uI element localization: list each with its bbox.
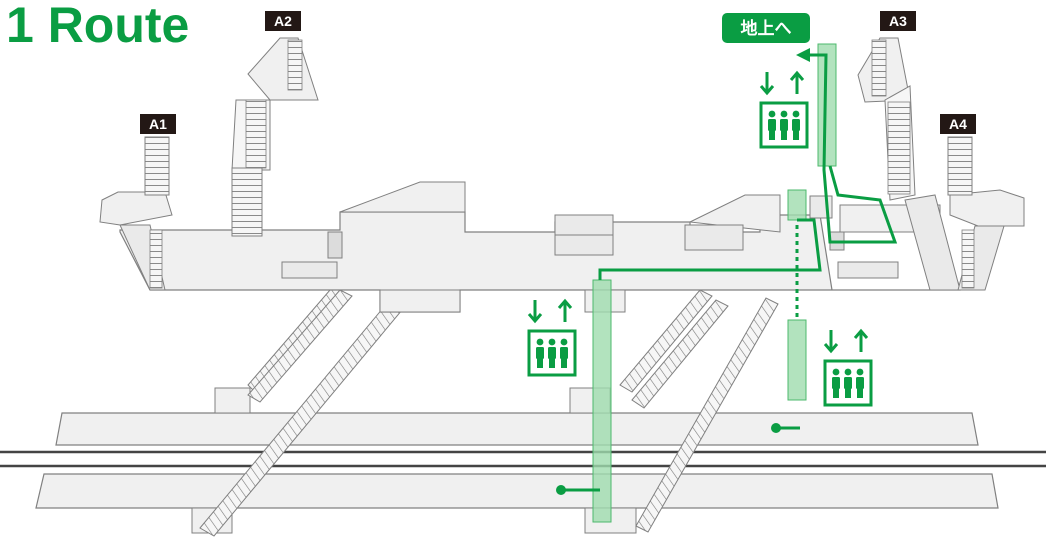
route-arrow-head <box>796 48 810 62</box>
elevator-icon <box>759 70 809 149</box>
elevator-icon <box>527 298 577 377</box>
to-ground-label: 地上へ <box>741 18 792 39</box>
escalator-right-c <box>631 299 729 409</box>
exit-badge-a2: A2 <box>265 11 301 31</box>
elevator-shaft-ground <box>817 43 837 167</box>
svg-text:A2: A2 <box>274 13 292 29</box>
route-start-lower <box>556 485 566 495</box>
exit-a2-stairs <box>231 37 319 237</box>
elevator-shaft-concourse <box>787 189 807 221</box>
elevator-shaft-platform-right <box>787 319 807 401</box>
page-title: 1 Route <box>6 0 190 53</box>
rail-tracks <box>0 450 1046 468</box>
exit-badge-a4: A4 <box>940 114 976 134</box>
svg-text:A1: A1 <box>149 116 167 132</box>
to-ground-badge: 地上へ <box>722 13 810 43</box>
escalator-left-c <box>247 289 353 403</box>
route-start-upper <box>771 423 781 433</box>
svg-text:A4: A4 <box>949 116 967 132</box>
concourse <box>119 181 961 313</box>
svg-text:A3: A3 <box>889 13 907 29</box>
exit-a1-stairs <box>99 136 173 291</box>
exit-badge-a1: A1 <box>140 114 176 134</box>
platform-lower <box>35 473 999 534</box>
exit-a3-stairs <box>857 37 961 291</box>
escalator-right-a <box>619 289 713 393</box>
elevator-icon <box>823 328 873 407</box>
exit-a4-stairs <box>947 136 1025 291</box>
elevator-shaft-platform-left <box>592 279 612 523</box>
escalator-right-b <box>635 297 779 533</box>
exit-badge-a3: A3 <box>880 11 916 31</box>
